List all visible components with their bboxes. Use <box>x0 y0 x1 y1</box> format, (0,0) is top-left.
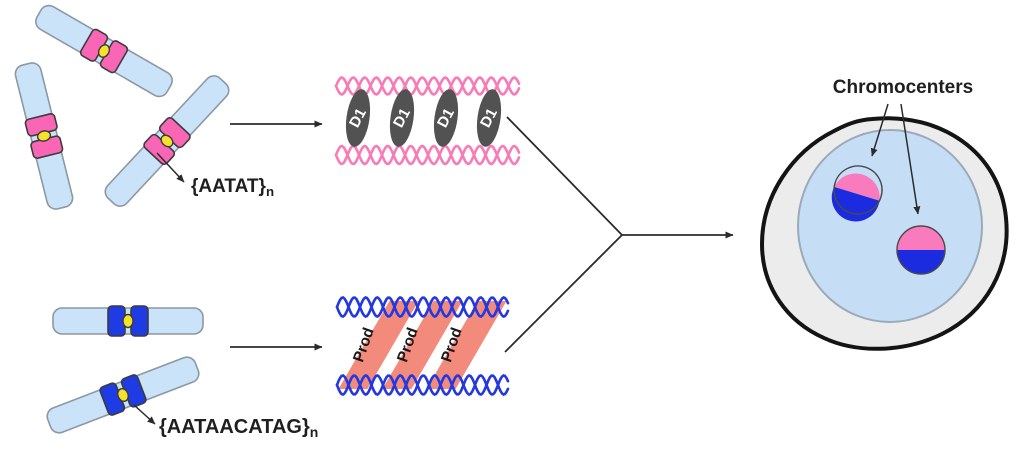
aataacatag-helix-complex: Prod Prod Prod <box>335 296 510 396</box>
centromere <box>97 44 111 58</box>
satellite-repeat-text: {AATAT} <box>191 176 266 197</box>
satellite-label-aatat: {AATAT}n <box>191 176 274 199</box>
blue-dna-helix <box>335 296 510 396</box>
centromere <box>36 130 52 142</box>
chromosome <box>52 305 204 337</box>
converging-line-bottom <box>504 234 623 353</box>
centromere <box>160 134 174 148</box>
chromocenter-outline <box>833 165 883 215</box>
chromosome <box>35 4 173 98</box>
convergence-arrows <box>504 116 734 353</box>
chromocenter-pink-half <box>834 173 880 201</box>
satellite-pointer-arrow <box>156 152 185 183</box>
chromocenter-1 <box>831 165 883 222</box>
chromosome <box>104 75 230 207</box>
d1-protein <box>476 89 502 147</box>
chromosome-group-aataacatag <box>46 305 204 434</box>
chromocenter-2 <box>896 225 946 275</box>
chromocenter-arrow-2 <box>900 103 921 215</box>
chromocenter-arrow-1 <box>870 103 889 157</box>
prod-labels: Prod Prod Prod <box>350 326 466 365</box>
prod-protein <box>426 301 507 389</box>
satellite-subscript: n <box>309 424 319 440</box>
satellite-subscript: n <box>265 184 275 199</box>
aatat-helix-complex: D1 D1 D1 D1 <box>334 76 521 166</box>
nucleus <box>797 129 983 323</box>
centromere <box>117 387 129 403</box>
d1-protein <box>389 89 415 147</box>
centromere <box>122 313 134 329</box>
chromocenter-blue-half <box>831 186 880 222</box>
converging-line-top <box>506 116 623 236</box>
satellite-label-aataacatag: {AATAACATAG}n <box>159 416 318 440</box>
d1-proteins: D1 D1 D1 D1 <box>345 89 502 147</box>
chromosome-group-aatat <box>14 4 230 210</box>
chromocenter-blue-half <box>897 250 945 274</box>
prod-proteins <box>338 301 507 389</box>
prod-protein <box>338 301 419 389</box>
chromocenter-pink-half <box>897 226 945 250</box>
chromocenter-outline <box>896 225 946 275</box>
chromosome <box>46 356 200 434</box>
d1-protein <box>345 89 371 147</box>
chromosome <box>14 62 74 210</box>
chromocenters-label: Chromocenters <box>832 77 974 98</box>
prod-protein <box>382 301 463 389</box>
pericentromere-band <box>120 374 147 408</box>
pericentromere-band <box>30 135 64 159</box>
d1-protein <box>433 89 459 147</box>
cell <box>759 103 1009 351</box>
satellite-pointer-arrow <box>133 404 156 425</box>
satellite-repeat-text: {AATAACATAG} <box>159 416 310 438</box>
